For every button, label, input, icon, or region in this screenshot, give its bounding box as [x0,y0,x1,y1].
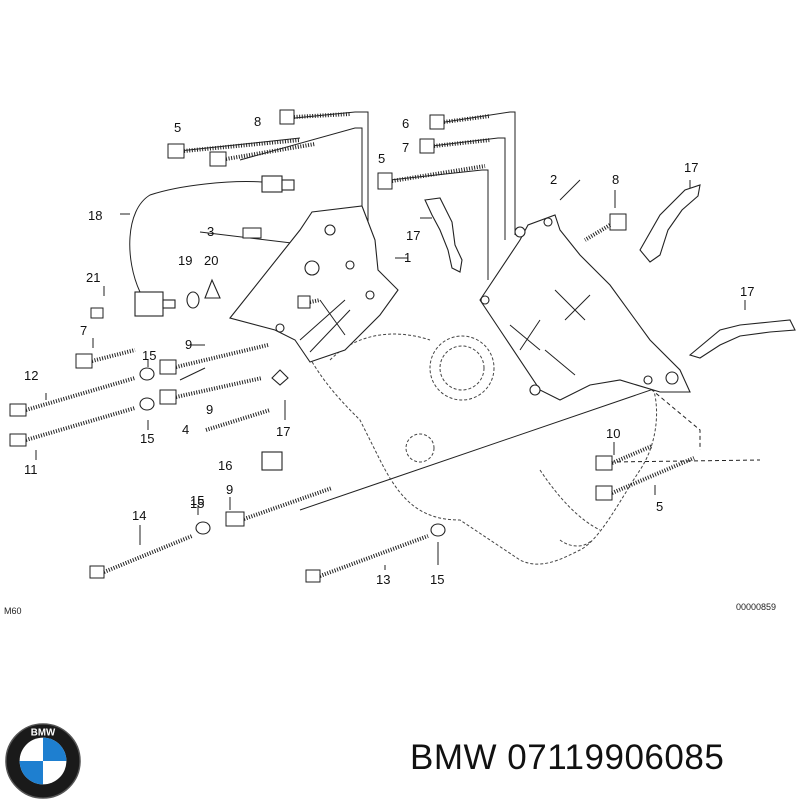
bmw-logo-icon: BMW [5,723,81,799]
bracket-part-2 [479,214,691,401]
drawing-number-label: 00000859 [736,602,777,612]
callout-label: 21 [86,270,100,285]
callout-label: 14 [132,508,146,523]
callout-label: 4 [182,422,189,437]
callout-label: 15 [142,348,156,363]
part-number-label: BMW 07119906085 [410,738,725,777]
callout-label: 5 [656,499,663,514]
callout-label: 5 [174,120,181,135]
callout-label: 1 [404,250,411,265]
callout-label: 17 [740,284,754,299]
callout-label: 6 [402,116,409,131]
parts-exploded-diagram: 5 8 6 7 5 17 2 8 18 3 1 17 19 20 21 7 15… [9,109,796,587]
bolts [9,109,695,583]
callout-label: 15 [190,496,204,511]
callout-label: 15 [140,431,154,446]
callout-label: 8 [612,172,619,187]
gasket-part-17 [271,184,796,386]
small-parts [90,227,446,537]
callout-label: 10 [606,426,620,441]
callout-label: 7 [402,140,409,155]
callout-label: 20 [204,253,218,268]
sensor-part-18 [129,175,295,317]
callout-label: 15 [190,493,204,508]
callout-label: 2 [550,172,557,187]
callout-label: 17 [276,424,290,439]
callout-label: 12 [24,368,38,383]
callout-label: 19 [178,253,192,268]
engine-code-label: M60 [4,606,22,616]
callout-label: 3 [207,224,214,239]
callout-label: 9 [185,337,192,352]
callout-label: 9 [226,482,233,497]
callout-labels: 5 8 6 7 5 17 2 8 18 3 1 17 19 20 21 7 15… [24,114,754,587]
bracket-part-1 [229,205,399,363]
callout-label: 17 [406,228,420,243]
callout-label: 7 [80,323,87,338]
callout-label: 13 [376,572,390,587]
svg-text:BMW: BMW [31,728,56,739]
callout-label: 5 [378,151,385,166]
callout-label: 11 [24,462,38,477]
callout-label: 18 [88,208,102,223]
callout-label: 17 [684,160,698,175]
callout-label: 8 [254,114,261,129]
callout-label: 9 [206,402,213,417]
callout-label: 16 [218,458,232,473]
callout-label: 15 [430,572,444,587]
